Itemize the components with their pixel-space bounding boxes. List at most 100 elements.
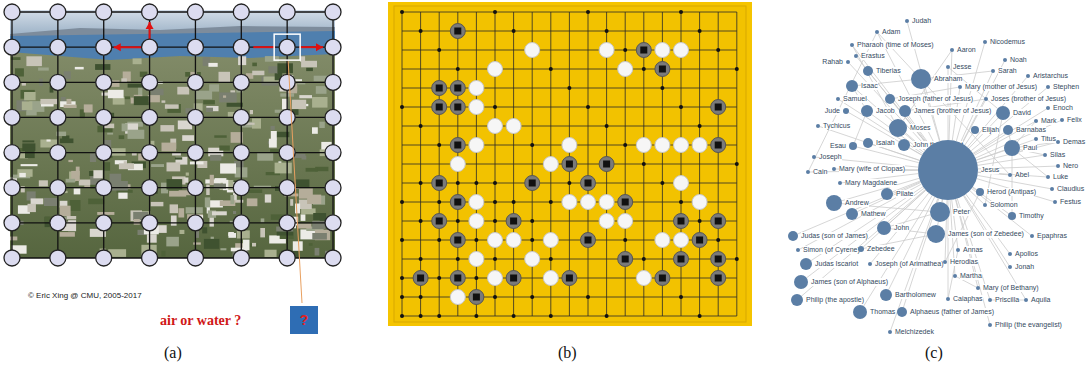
graph-node: Jacob (861, 105, 873, 117)
stone-mark (622, 199, 629, 206)
graph-node: Caiaphas (946, 297, 950, 301)
white-stone (636, 271, 651, 286)
board-dot (735, 67, 739, 71)
graph-node: Peter (930, 202, 950, 222)
node-label: Martha (960, 272, 982, 280)
building (10, 237, 17, 241)
board-dot (679, 200, 683, 204)
building (31, 198, 44, 204)
board-dot (530, 238, 534, 242)
building (202, 227, 207, 233)
graph-node: Mary Magdalene (838, 181, 842, 185)
building (19, 173, 26, 177)
node-label: James (son of Zebedee) (948, 230, 1024, 238)
building (132, 153, 137, 156)
white-stone (636, 138, 651, 153)
grid-node (233, 215, 249, 231)
node-label: Isaac (861, 82, 878, 90)
node-label: Felix (1067, 116, 1082, 124)
board-dot (679, 295, 683, 299)
node-label: Judah (912, 17, 931, 25)
building (88, 199, 104, 205)
black-stone (525, 176, 540, 191)
white-stone (543, 157, 558, 172)
board-dot (698, 29, 702, 33)
board-dot (437, 314, 441, 318)
board-dot (437, 143, 441, 147)
board-dot (698, 124, 702, 128)
building (107, 133, 113, 135)
graph-node: Melchizedek (888, 330, 892, 334)
graph-node: Epaphras (1030, 234, 1034, 238)
graph-node: Alphaeus (father of James) (897, 307, 907, 317)
grid-node (96, 39, 112, 55)
grid-node (325, 4, 341, 20)
building (260, 228, 265, 237)
stone-mark (585, 237, 592, 244)
black-stone (562, 157, 577, 172)
graph-node: Felix (1060, 118, 1064, 122)
board-dot (679, 105, 683, 109)
node-label: Caiaphas (953, 295, 983, 303)
building (247, 198, 258, 206)
black-stone (581, 233, 596, 248)
question-box: ? (290, 306, 318, 334)
board-dot (679, 10, 683, 14)
node-label: Noah (1010, 56, 1027, 64)
node-label: Pharaoh (time of Moses) (857, 41, 934, 49)
board-dot (512, 29, 516, 33)
stone-mark (659, 275, 666, 282)
white-stone (469, 252, 484, 267)
graph-node: Nicodemus (983, 40, 987, 44)
board-dot (456, 257, 460, 261)
board-dot (549, 257, 553, 261)
white-stone (618, 62, 633, 77)
node-label: Jude (825, 107, 840, 115)
building (265, 194, 271, 202)
board-dot (474, 238, 478, 242)
black-stone (450, 138, 465, 153)
board-dot (493, 105, 497, 109)
white-stone (599, 43, 614, 58)
white-stone (618, 214, 633, 229)
grid-node (96, 74, 112, 90)
node-label: Tiberias (876, 67, 901, 75)
building (301, 214, 306, 221)
node-label: Abel (1015, 171, 1029, 179)
building (269, 139, 277, 148)
node-label: Mathew (861, 210, 886, 218)
graph-edge (977, 179, 1053, 202)
building (297, 224, 311, 229)
black-stone (692, 233, 707, 248)
black-stone (618, 252, 633, 267)
building (147, 234, 157, 243)
building (250, 110, 253, 114)
board-dot (512, 314, 516, 318)
graph-node: Pharaoh (time of Moses) (850, 43, 854, 47)
grid-node (142, 39, 158, 55)
grid-node (233, 145, 249, 161)
graph-node: Joseph (of Arimathea) (868, 262, 872, 266)
grid-node (279, 74, 295, 90)
board-dot (512, 200, 516, 204)
grid-node (142, 180, 158, 196)
building (84, 104, 93, 112)
grid-node (142, 215, 158, 231)
graph-node: Demas (1056, 140, 1060, 144)
board-dot (530, 219, 534, 223)
white-stone (506, 233, 521, 248)
grid-node (325, 250, 341, 266)
node-label: Barnabas (1016, 126, 1046, 134)
white-stone (488, 233, 503, 248)
node-label: Mary (mother of Jesus) (965, 83, 1037, 91)
building (228, 233, 236, 238)
node-label: Herodias (950, 258, 978, 266)
aerial-photo (10, 10, 335, 258)
graph-node: Bartholomew (880, 289, 892, 301)
grid-node (187, 250, 203, 266)
building (206, 106, 218, 111)
graph-node: Titus (1034, 137, 1038, 141)
building (64, 105, 77, 108)
node-label: Aristarchus (1033, 72, 1068, 80)
grid-node (325, 74, 341, 90)
